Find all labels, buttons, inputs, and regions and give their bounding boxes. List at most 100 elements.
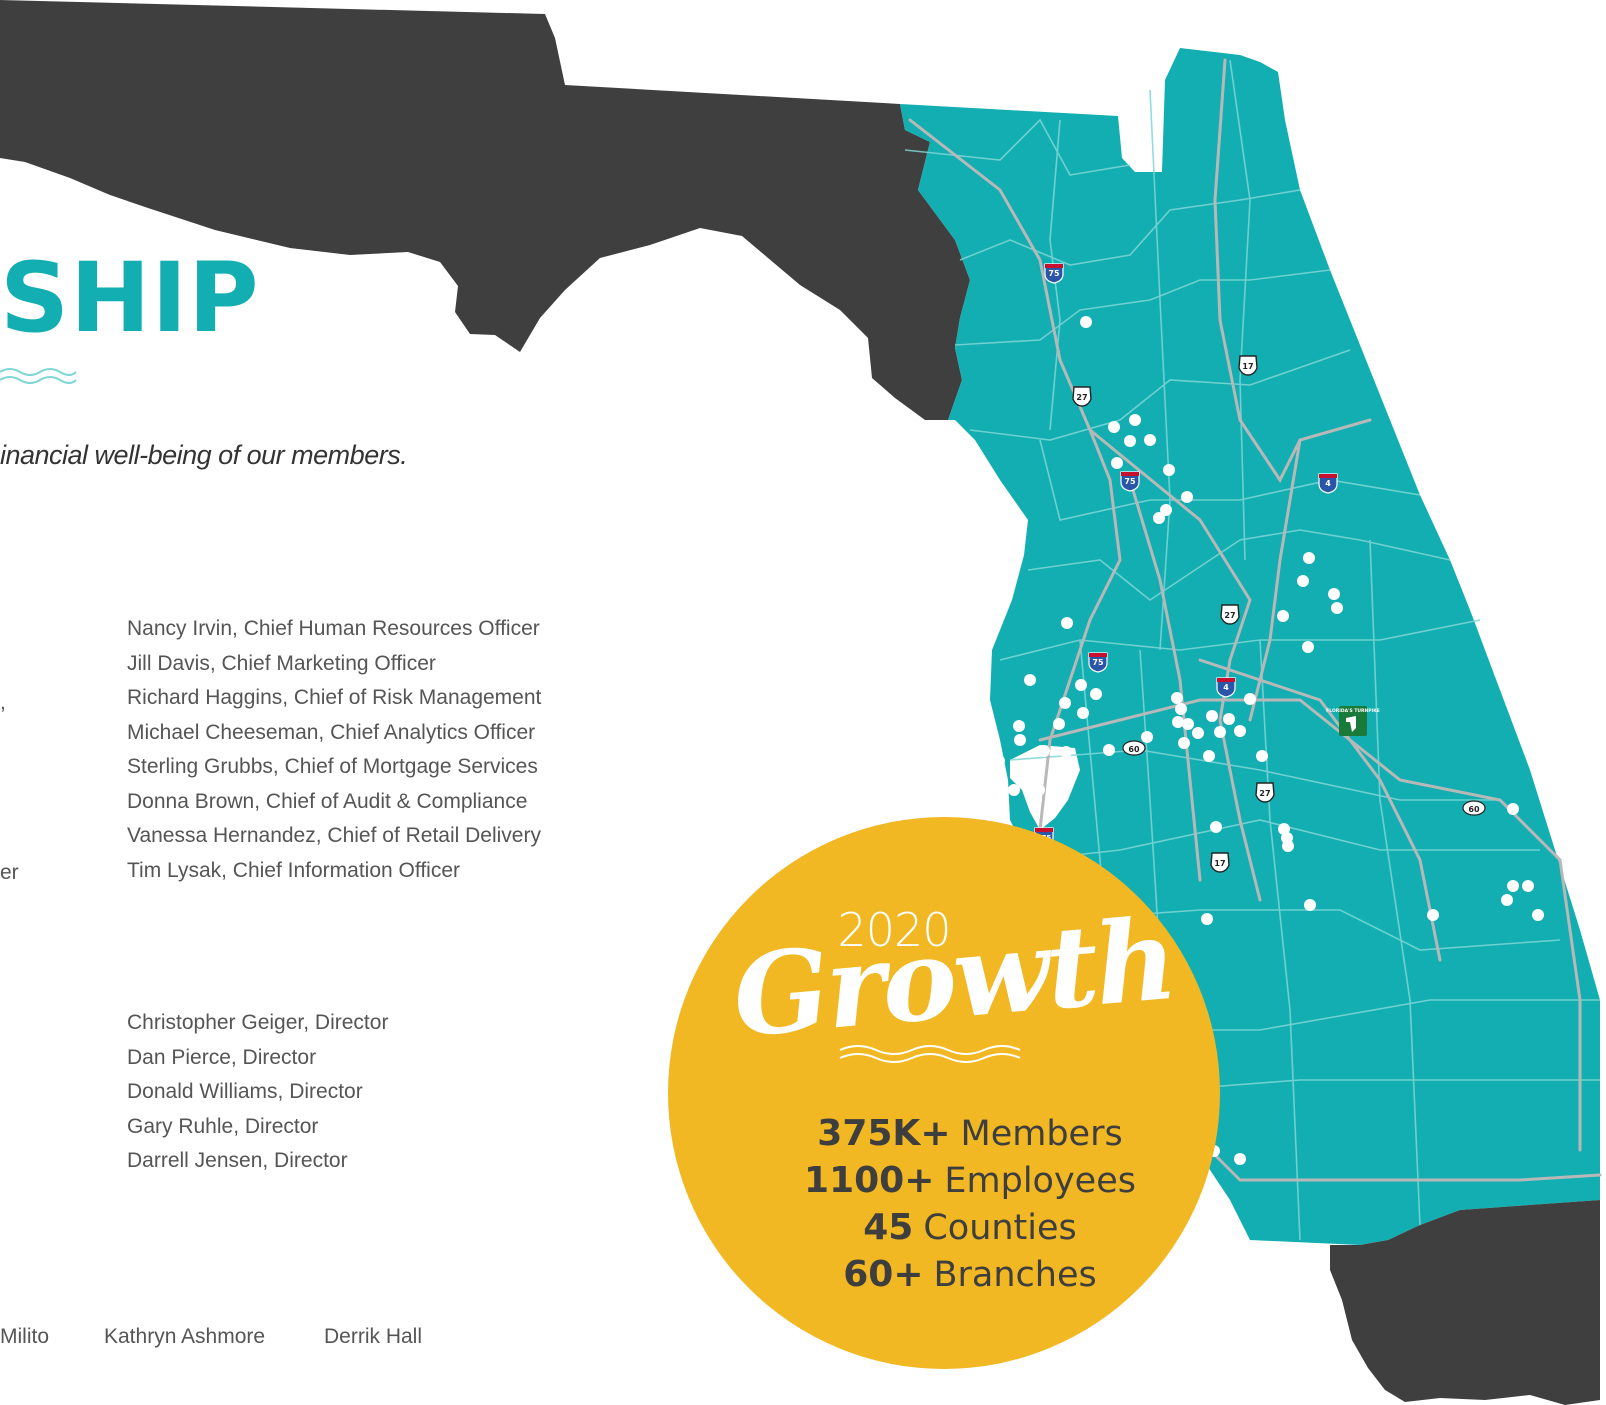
executive-item: Vanessa Hernandez, Chief of Retail Deliv… bbox=[127, 824, 541, 847]
branch-marker bbox=[1030, 794, 1042, 806]
stat-value: 45 bbox=[863, 1207, 914, 1248]
stat-label: Branches bbox=[933, 1255, 1097, 1295]
svg-text:75: 75 bbox=[1092, 658, 1104, 667]
svg-text:17: 17 bbox=[1214, 859, 1225, 868]
branch-marker bbox=[1061, 617, 1073, 629]
highway-shield-60: 60 bbox=[1122, 740, 1146, 756]
branch-marker bbox=[1108, 421, 1120, 433]
highway-shield-27: 27 bbox=[1255, 782, 1275, 803]
highway-shield-60: 60 bbox=[1462, 800, 1486, 816]
footer-name: Derrik Hall bbox=[324, 1325, 423, 1348]
branch-marker bbox=[1013, 720, 1025, 732]
highway-shield-4: 4 bbox=[1318, 473, 1338, 494]
branch-marker bbox=[1181, 491, 1193, 503]
stat-value: 60+ bbox=[843, 1254, 924, 1295]
branch-marker bbox=[1129, 414, 1141, 426]
branch-marker bbox=[1080, 316, 1092, 328]
branch-marker bbox=[1302, 641, 1314, 653]
svg-text:75: 75 bbox=[1048, 269, 1060, 278]
branch-marker bbox=[1141, 731, 1153, 743]
branch-marker bbox=[1522, 880, 1534, 892]
branch-marker bbox=[1328, 588, 1340, 600]
executive-item: Jill Davis, Chief Marketing Officer bbox=[127, 651, 436, 675]
branch-marker bbox=[1192, 727, 1204, 739]
branch-marker bbox=[1171, 692, 1183, 704]
branch-marker bbox=[1111, 457, 1123, 469]
growth-circle bbox=[668, 817, 1220, 1369]
executive-item: Nancy Irvin, Chief Human Resources Offic… bbox=[127, 617, 540, 640]
branch-marker bbox=[1507, 880, 1519, 892]
director-item: Donald Williams, Director bbox=[127, 1080, 363, 1103]
branch-marker bbox=[1178, 737, 1190, 749]
branch-marker bbox=[993, 755, 1005, 767]
executive-item: Michael Cheeseman, Chief Analytics Offic… bbox=[127, 720, 536, 744]
panhandle-region bbox=[0, 0, 970, 420]
branch-marker bbox=[1210, 821, 1222, 833]
svg-text:17: 17 bbox=[1242, 362, 1253, 371]
stat-value: 1100+ bbox=[804, 1160, 935, 1201]
stat-label: Employees bbox=[944, 1161, 1136, 1201]
svg-text:75: 75 bbox=[1124, 477, 1136, 486]
branch-marker bbox=[1201, 913, 1213, 925]
director-list: Christopher Geiger, Director Dan Pierce,… bbox=[127, 1006, 388, 1179]
svg-text:60: 60 bbox=[1128, 745, 1140, 754]
branch-marker bbox=[1144, 434, 1156, 446]
branch-marker bbox=[1234, 725, 1246, 737]
director-item: Christopher Geiger, Director bbox=[127, 1011, 389, 1034]
director-item: Gary Ruhle, Director bbox=[127, 1114, 319, 1138]
branch-marker bbox=[1182, 718, 1194, 730]
stat-members: 375K+ Members bbox=[720, 1112, 1220, 1154]
svg-text:27: 27 bbox=[1224, 611, 1235, 620]
left-column-fragment: , bbox=[0, 691, 6, 714]
stat-value: 375K+ bbox=[817, 1113, 951, 1154]
branch-marker bbox=[1172, 716, 1184, 728]
executive-item: Richard Haggins, Chief of Risk Managemen… bbox=[127, 686, 542, 709]
branch-marker bbox=[1244, 693, 1256, 705]
branch-marker bbox=[1153, 512, 1165, 524]
branch-marker bbox=[1532, 909, 1544, 921]
branch-marker bbox=[1077, 707, 1089, 719]
footer-name: Kathryn Ashmore bbox=[104, 1325, 266, 1348]
stat-counties: 45 Counties bbox=[720, 1206, 1220, 1248]
branch-marker bbox=[1282, 840, 1294, 852]
director-item: Darrell Jensen, Director bbox=[127, 1149, 348, 1172]
branch-marker bbox=[1304, 899, 1316, 911]
highway-shield-27: 27 bbox=[1072, 386, 1092, 407]
highway-shield-75: 75 bbox=[1044, 263, 1064, 284]
branch-marker bbox=[1053, 718, 1065, 730]
mission-tagline: inancial well-being of our members. bbox=[0, 440, 408, 470]
south-florida-region bbox=[1330, 1200, 1600, 1405]
svg-text:4: 4 bbox=[1325, 479, 1331, 488]
branch-marker bbox=[1223, 713, 1235, 725]
heading-wave-decoration bbox=[0, 368, 77, 384]
stat-label: Members bbox=[960, 1114, 1123, 1154]
branch-marker bbox=[1234, 1153, 1246, 1165]
stat-employees: 1100+ Employees bbox=[720, 1159, 1220, 1201]
branch-marker bbox=[1024, 674, 1036, 686]
svg-text:4: 4 bbox=[1223, 683, 1229, 692]
branch-marker bbox=[1163, 464, 1175, 476]
footer-name: Milito bbox=[0, 1325, 50, 1348]
branch-marker bbox=[1060, 746, 1072, 758]
branch-marker bbox=[1206, 710, 1218, 722]
branch-marker bbox=[1331, 602, 1343, 614]
stat-label: Counties bbox=[923, 1208, 1077, 1248]
branch-marker bbox=[1507, 803, 1519, 815]
branch-marker bbox=[1059, 697, 1071, 709]
branch-marker bbox=[1103, 744, 1115, 756]
branch-marker bbox=[1297, 575, 1309, 587]
highway-shield-4: 4 bbox=[1216, 677, 1236, 698]
branch-marker bbox=[1175, 703, 1187, 715]
left-column-fragment: er bbox=[0, 861, 19, 884]
executive-list: Nancy Irvin, Chief Human Resources Offic… bbox=[127, 612, 541, 888]
executive-item: Tim Lysak, Chief Information Officer bbox=[127, 858, 460, 882]
branch-marker bbox=[1090, 688, 1102, 700]
executive-item: Sterling Grubbs, Chief of Mortgage Servi… bbox=[127, 755, 538, 778]
executive-item: Donna Brown, Chief of Audit & Compliance bbox=[127, 789, 528, 813]
branch-marker bbox=[1501, 894, 1513, 906]
highways bbox=[908, 58, 1602, 1182]
branch-marker bbox=[1277, 610, 1289, 622]
branch-marker bbox=[1214, 726, 1226, 738]
branch-marker bbox=[1033, 784, 1045, 796]
